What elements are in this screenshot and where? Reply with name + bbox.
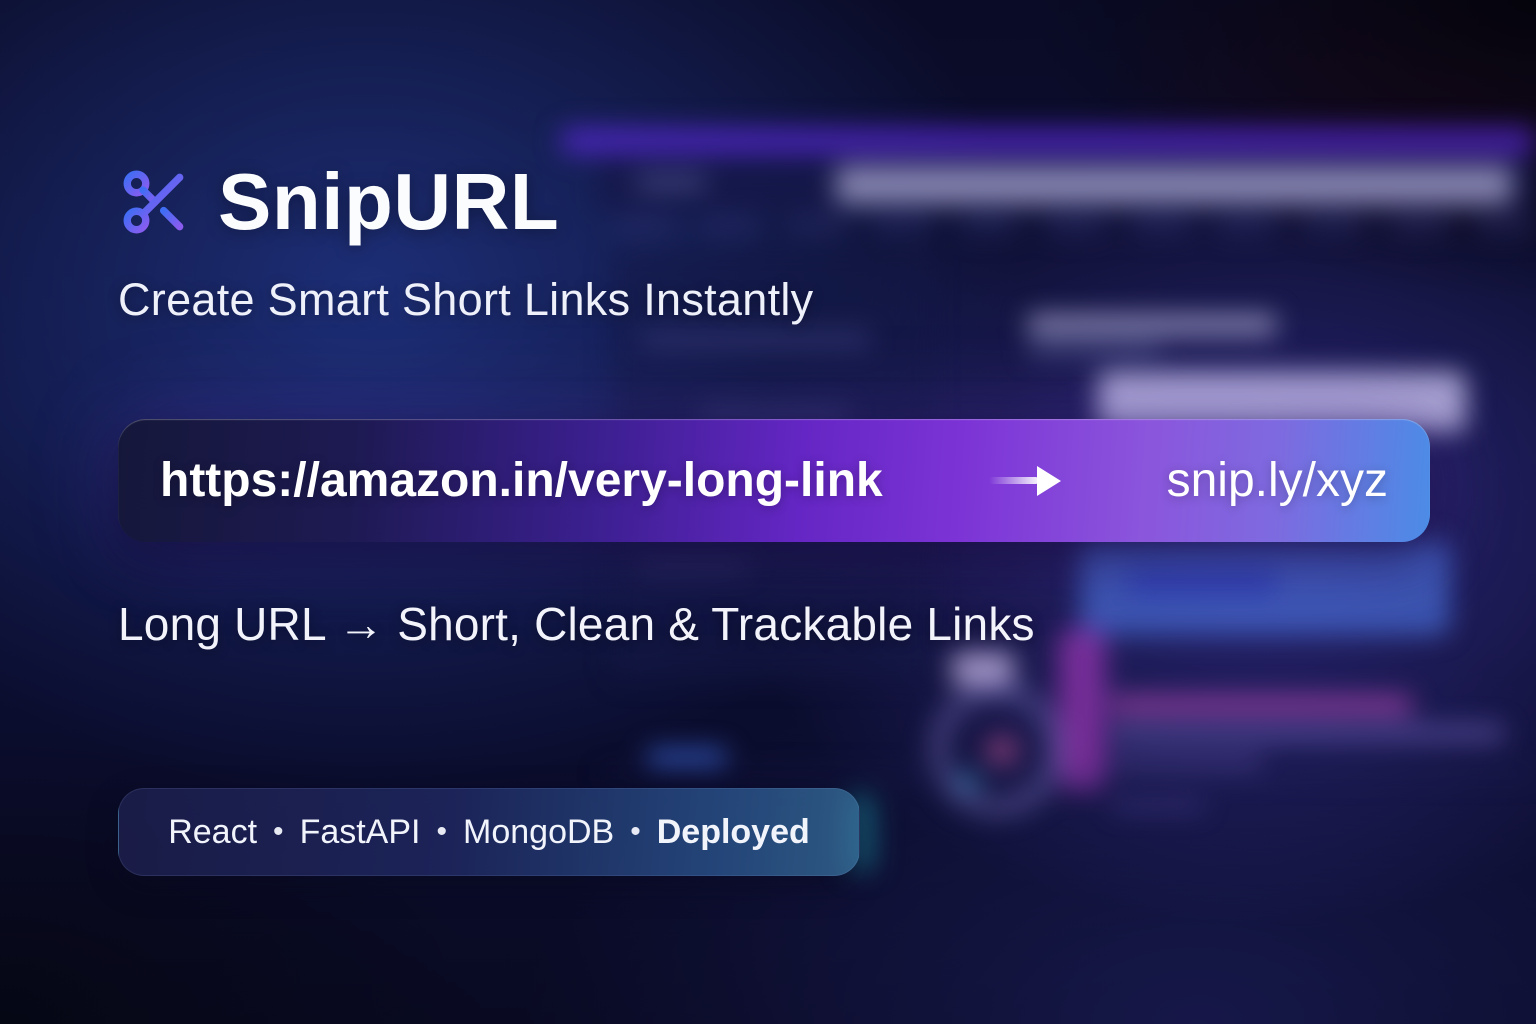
bullet-separator: • <box>630 815 641 848</box>
tech-item-react: React <box>168 812 258 851</box>
headline: Long URL → Short, Clean & Trackable Link… <box>118 598 1035 650</box>
bg-card-title <box>1028 315 1276 335</box>
brand-tagline: Create Smart Short Links Instantly <box>118 274 814 325</box>
short-url-text: snip.ly/xyz <box>1166 454 1388 507</box>
bullet-separator: • <box>273 815 284 848</box>
bg-purple-glow-band <box>560 128 1536 154</box>
bullet-separator: • <box>436 815 448 848</box>
bg-divider <box>600 772 1536 776</box>
bg-blue-link <box>648 750 726 764</box>
brand-lockup: SnipURL <box>118 156 559 248</box>
bg-left-text-row <box>700 408 850 421</box>
arrow-right-icon <box>988 465 1061 496</box>
bg-left-text-row <box>640 560 750 572</box>
arrow-head <box>1036 465 1061 496</box>
bg-nav-links <box>616 216 1536 234</box>
long-url-text: https://amazon.in/very-long-link <box>160 454 883 507</box>
bg-pink-text-row <box>1112 697 1412 713</box>
url-transform-card: https://amazon.in/very-long-link snip.ly… <box>118 419 1430 542</box>
brand-name: SnipURL <box>218 157 560 246</box>
bg-donut-slice <box>985 735 1019 765</box>
tech-item-mongodb: MongoDB <box>463 812 615 851</box>
bg-search-bar <box>836 166 1512 204</box>
tech-item-fastapi: FastAPI <box>299 812 421 851</box>
bg-left-text-row <box>640 332 870 346</box>
arrow-tail <box>988 477 1039 484</box>
tech-stack-badge: React • FastAPI • MongoDB • Deployed <box>118 788 860 876</box>
bg-text-row <box>1112 756 1262 768</box>
bg-card-subtitle <box>1028 344 1160 355</box>
bg-shorten-button <box>1128 568 1276 594</box>
bg-magenta-glow <box>1058 628 1106 790</box>
tech-item-deployed: Deployed <box>656 812 810 851</box>
bg-text-row <box>1112 726 1504 740</box>
scissors-icon <box>123 170 184 234</box>
bg-navbar-logo <box>636 174 706 190</box>
bg-text-row <box>1112 800 1204 810</box>
bg-stat-chip <box>952 652 1014 686</box>
